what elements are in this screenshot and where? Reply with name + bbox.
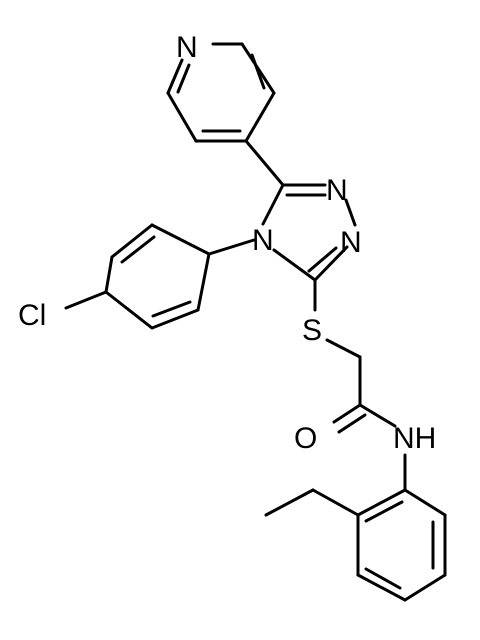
bond <box>166 58 184 95</box>
bond <box>313 245 349 282</box>
bond <box>64 290 108 310</box>
bond <box>325 338 362 359</box>
bond <box>196 252 211 312</box>
bond <box>403 488 447 517</box>
pyridine-ring <box>166 42 276 143</box>
bonds <box>64 42 447 602</box>
bond <box>364 500 404 523</box>
bond <box>176 63 191 94</box>
bond <box>261 183 285 226</box>
bond <box>307 246 338 273</box>
atom-label-sulfur: S <box>302 314 322 347</box>
bond <box>344 198 357 227</box>
bond <box>207 238 256 256</box>
bond <box>403 573 447 602</box>
bond <box>337 413 367 434</box>
bond <box>356 573 407 602</box>
atom-label-oxygen: O <box>294 422 317 455</box>
bond <box>150 308 200 330</box>
bond <box>358 403 397 428</box>
chlorophenyl-ring <box>104 223 211 330</box>
atom-label-chlorine: Cl <box>18 299 46 332</box>
bond <box>244 139 285 187</box>
atom-label-triazole-n1: N <box>326 174 348 207</box>
ethylphenyl-ring <box>356 488 447 602</box>
bond <box>104 255 114 294</box>
bond <box>110 223 154 259</box>
bond <box>332 403 362 424</box>
bond <box>364 567 402 590</box>
bond <box>104 290 154 330</box>
bond <box>272 248 317 282</box>
atom-label-pyridine-n: N <box>176 31 198 64</box>
bond <box>166 91 198 143</box>
bond <box>356 488 407 517</box>
triazole-ring <box>261 183 357 282</box>
bond <box>151 300 192 318</box>
bond <box>244 91 276 143</box>
bond <box>264 488 315 517</box>
atom-label-amide-nh: NH <box>393 422 436 455</box>
bond <box>250 53 266 90</box>
bond <box>311 488 360 517</box>
atom-labels: N N N N Cl S O NH <box>18 31 436 455</box>
atom-label-triazole-n2: N <box>340 226 362 259</box>
bond <box>150 223 211 256</box>
bond <box>120 235 156 264</box>
atom-label-triazole-n4: N <box>252 224 274 257</box>
